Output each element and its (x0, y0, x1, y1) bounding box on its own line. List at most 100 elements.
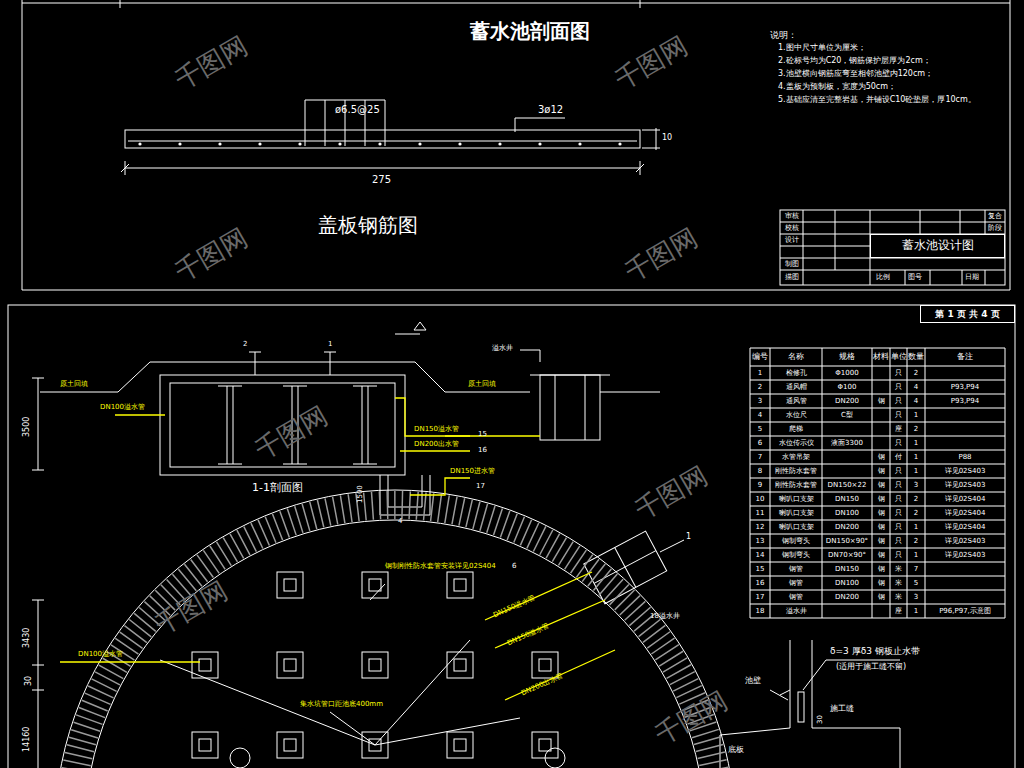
line-stroke (530, 375, 610, 376)
circle-stroke (85, 520, 705, 768)
title-cell: 阶段 (988, 224, 1002, 232)
line-stroke (362, 386, 363, 464)
table-cell: 2 (908, 509, 924, 517)
table-cell: 通风帽 (771, 383, 821, 391)
table-cell: 座 (891, 607, 906, 615)
table-cell: 只 (891, 369, 906, 377)
title-cell: 审核 (785, 212, 799, 220)
rect-stroke (532, 732, 558, 758)
rect-stroke (160, 375, 405, 475)
title-cell: 校核 (785, 224, 799, 232)
rect-stroke (454, 659, 466, 671)
line-stroke (962, 270, 963, 285)
circle-stroke (338, 142, 341, 145)
line-stroke (780, 690, 790, 695)
line-stroke (38, 600, 39, 768)
table-cell: 钢管 (771, 565, 821, 573)
table-cell: 4 (751, 411, 769, 419)
rect-stroke (284, 579, 296, 591)
pipe-label: DN100溢水管 (100, 403, 145, 411)
line-stroke (985, 270, 986, 285)
table-cell: 4 (908, 383, 924, 391)
table-header: 材料 (873, 353, 889, 362)
table-cell: DN200 (823, 397, 871, 405)
line-stroke (642, 130, 660, 131)
table-header: 单位 (891, 353, 906, 362)
line-stroke (38, 378, 39, 470)
table-cell: 3 (908, 593, 924, 601)
line-stroke (930, 270, 931, 285)
rect-stroke (447, 652, 473, 678)
line-stroke (585, 375, 586, 440)
line-stroke (636, 164, 644, 172)
table-cell: 钢制弯头 (771, 537, 821, 545)
rect-stroke (369, 659, 381, 671)
table-cell: 1 (908, 607, 924, 615)
table-cell: 检修孔 (771, 369, 821, 377)
rect-stroke (125, 130, 640, 148)
table-cell: 14 (751, 551, 769, 559)
table-rule (750, 604, 1005, 605)
fill-note: 原土回填 (60, 380, 88, 388)
table-cell: 18 (751, 607, 769, 615)
rect-stroke (170, 383, 395, 467)
line-stroke (660, 540, 684, 552)
pipe-label: DN100溢水管 (78, 650, 123, 658)
circle-stroke (578, 142, 581, 145)
table-cell: 钢 (873, 537, 889, 545)
line-stroke (375, 718, 520, 745)
line-stroke (520, 350, 540, 351)
table-cell: 钢 (873, 467, 889, 475)
table-cell: 9 (751, 481, 769, 489)
table-cell: 3 (908, 481, 924, 489)
rect-stroke (447, 572, 473, 598)
rect-stroke (277, 572, 303, 598)
title-block-box: 蓄水池设计图 (870, 234, 1005, 258)
table-cell: DN150 (823, 495, 871, 503)
line-stroke (128, 141, 637, 142)
table-cell: 钢 (873, 579, 889, 587)
table-rule (925, 348, 926, 618)
line-stroke (826, 660, 900, 661)
line-stroke (445, 435, 540, 436)
line-stroke (555, 375, 556, 440)
line-stroke (985, 210, 986, 234)
table-cell: 喇叭口支架 (771, 523, 821, 531)
table-cell: 爬梯 (771, 425, 821, 433)
table-rule (750, 576, 1005, 577)
line-stroke (1010, 0, 1011, 290)
table-cell: 钢管 (771, 593, 821, 601)
table-header: 编号 (751, 353, 769, 362)
line-stroke (640, 0, 641, 8)
line-stroke (368, 386, 369, 464)
table-cell: 2 (908, 369, 924, 377)
table-cell: 1 (908, 453, 924, 461)
circle-stroke (458, 142, 461, 145)
callout-number: 1 (328, 340, 332, 348)
rect-stroke (539, 659, 551, 671)
table-cell: 4 (908, 397, 924, 405)
table-cell: 详见02S403 (926, 551, 1004, 559)
table-header: 规格 (823, 353, 871, 362)
line-stroke (353, 464, 377, 465)
line-stroke (330, 352, 331, 375)
table-cell: 钢制弯头 (771, 551, 821, 559)
note-heading: 说明： (770, 30, 797, 40)
callout-number: 6 (512, 562, 516, 570)
polyline-stroke (395, 398, 470, 436)
table-cell: 13 (751, 537, 769, 545)
table-rule (750, 436, 1005, 437)
line-stroke (115, 414, 165, 415)
table-cell: 米 (891, 593, 906, 601)
table-cell: P93,P94 (926, 383, 1004, 391)
line-stroke (515, 118, 516, 132)
table-cell: 只 (891, 537, 906, 545)
table-cell: 详见02S403 (926, 537, 1004, 545)
dimension: 3500 (22, 417, 31, 437)
dimension: 3430 (22, 628, 31, 648)
rect-stroke (798, 692, 804, 722)
line-stroke (120, 0, 121, 8)
table-cell: 钢 (873, 593, 889, 601)
line-stroke (790, 640, 791, 728)
